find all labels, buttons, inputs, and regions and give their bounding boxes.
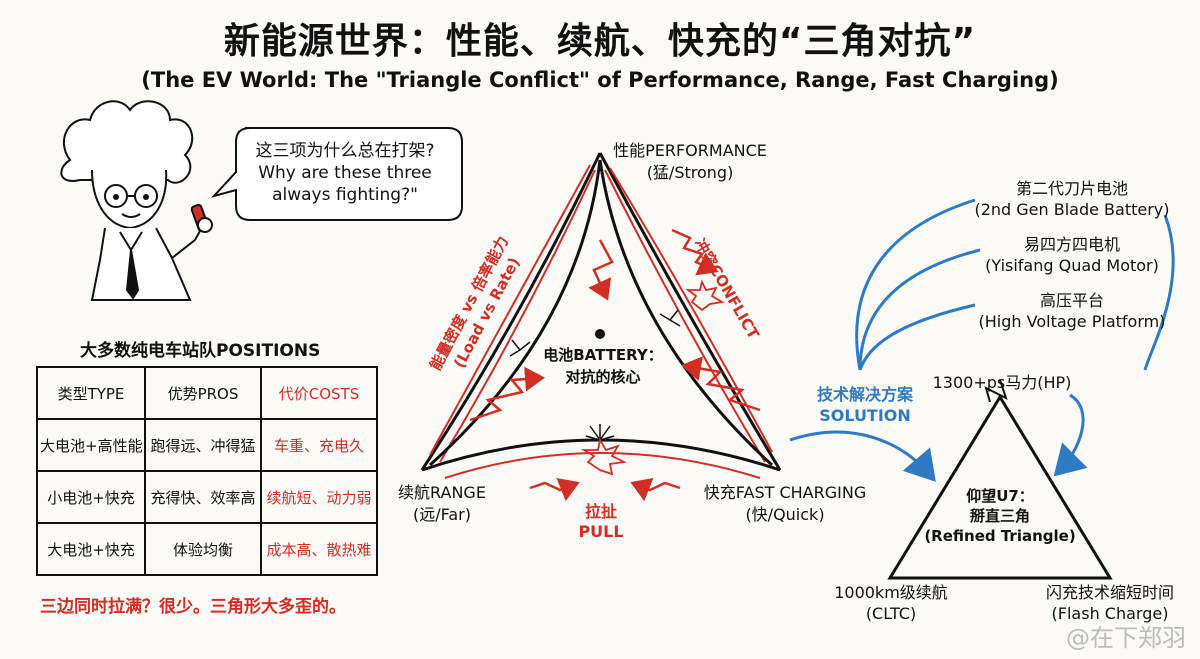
tech1-en: (2nd Gen Blade Battery) [974,200,1170,219]
fast-charging-sub: (快/Quick) [745,505,825,524]
solution-en: SOLUTION [819,406,911,425]
performance-sub: (猛/Strong) [646,163,734,182]
header-pros: 优势PROS [144,366,262,420]
table-row: 大电池+高性能 跑得远、冲得猛 车重、充电久 [36,418,378,472]
u7-flash-charge: 闪充技术缩短时间 (Flash Charge) [1030,582,1190,624]
speech-bubble-text: 这三项为什么总在打架? Why are these three always f… [240,140,450,206]
fast-charging-label: 快充FAST CHARGING [703,483,867,502]
u7-name: 仰望U7： [966,487,1034,505]
scientist-character [60,100,213,301]
cell-costs: 续航短、动力弱 [260,470,378,524]
cell-type: 小电池+快充 [36,470,146,524]
cell-pros: 跑得远、冲得猛 [144,418,262,472]
u7-charge-zh: 闪充技术缩短时间 [1045,583,1174,602]
cell-type: 大电池+快充 [36,522,146,576]
bubble-line-en-1: Why are these three [258,163,432,183]
cell-pros: 体验均衡 [144,522,262,576]
bubble-line-en-2: always fighting?" [272,185,418,205]
conflict-bolts [469,228,761,502]
solution-label: 技术解决方案 SOLUTION [800,384,930,426]
tech-blade-battery: 第二代刀片电池 (2nd Gen Blade Battery) [972,178,1172,220]
table-footnote: 三边同时拉满？很少。三角形大多歪的。 [40,597,346,617]
speech-bubble [210,127,463,221]
range-label: 续航RANGE [398,483,486,502]
cell-pros: 充得快、效率高 [144,470,262,524]
tech3-en: (High Voltage Platform) [978,312,1166,331]
tech2-zh: 易四方四电机 [1023,235,1120,254]
page-subtitle: (The EV World: The "Triangle Conflict" o… [141,68,1059,92]
u7-tagline: 掰直三角 [969,507,1030,525]
cell-costs: 成本高、散热难 [260,522,378,576]
u7-range-value: 1000km级续航 [834,583,948,602]
range-sub: (远/Far) [413,505,471,524]
u7-charge-en: (Flash Charge) [1051,604,1169,623]
tech-quad-motor: 易四方四电机 (Yisifang Quad Motor) [972,234,1172,276]
tech3-zh: 高压平台 [1039,291,1104,310]
u7-range-std: (CLTC) [865,604,917,623]
bottom-edge-label: 拉扯PULL [578,502,624,541]
refined-triangle [887,394,1113,580]
table-row: 小电池+快充 充得快、效率高 续航短、动力弱 [36,470,378,524]
tech1-zh: 第二代刀片电池 [1015,179,1128,198]
hp-label: 1300+ps马力(HP) [932,373,1072,392]
table-header-row: 类型TYPE 优势PROS 代价COSTS [36,366,378,420]
watermark: @在下郑羽 [1066,624,1186,652]
battery-sub: 对抗的核心 [565,368,641,386]
cell-costs: 车重、充电久 [260,418,378,472]
battery-core-label: 电池BATTERY： 对抗的核心 [538,344,668,388]
battery-core-dot [595,329,605,339]
u7-label: 仰望U7： 掰直三角 (Refined Triangle) [920,486,1080,546]
solution-arrows [789,198,1175,482]
vertex-fast-charging: 快充FAST CHARGING (快/Quick) [690,482,880,526]
tech-high-voltage: 高压平台 (High Voltage Platform) [972,290,1172,332]
solution-zh: 技术解决方案 [816,385,913,404]
u7-tagline-en: (Refined Triangle) [924,527,1076,545]
performance-label: 性能PERFORMANCE [613,141,767,160]
vertex-performance: 性能PERFORMANCE (猛/Strong) [590,140,790,184]
page-title: 新能源世界：性能、续航、快充的“三角对抗” [223,21,977,62]
header-costs: 代价COSTS [260,366,378,420]
positions-table: 类型TYPE 优势PROS 代价COSTS 大电池+高性能 跑得远、冲得猛 车重… [36,366,378,576]
header-type: 类型TYPE [36,366,146,420]
table-row: 大电池+快充 体验均衡 成本高、散热难 [36,522,378,576]
vertex-range: 续航RANGE (远/Far) [382,482,502,526]
bubble-line-zh: 这三项为什么总在打架? [255,141,435,161]
positions-title: 大多数纯电车站队POSITIONS [80,341,321,361]
cell-type: 大电池+高性能 [36,418,146,472]
tech2-en: (Yisifang Quad Motor) [985,256,1159,275]
battery-label: 电池BATTERY： [543,346,663,364]
u7-range: 1000km级续航 (CLTC) [826,582,956,624]
